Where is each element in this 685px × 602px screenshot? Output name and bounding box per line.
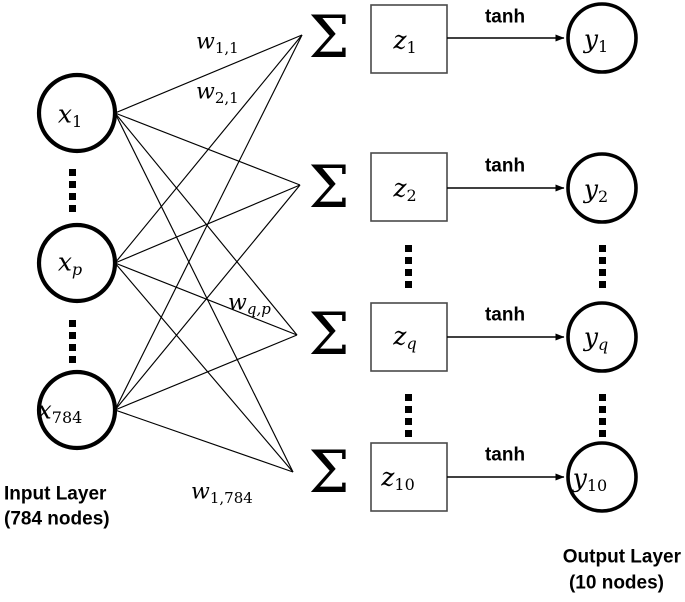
output-node-circle [566, 2, 638, 74]
output-node-yq[interactable]: yq [566, 301, 638, 373]
activation-arrow-1: tanh [447, 7, 565, 42]
hidden-node-box [370, 442, 448, 512]
output-node-circle [566, 301, 638, 373]
connection-edges [114, 34, 303, 473]
output-node-circle [566, 152, 638, 224]
activation-label: tanh [485, 305, 525, 326]
output-node-y2[interactable]: y2 [566, 152, 638, 224]
output-node-subscript: q [598, 335, 608, 354]
weight-subscript: q,p [247, 300, 271, 318]
hidden-node-z2[interactable]: z2 [370, 152, 448, 222]
input-node-subscript: 1 [72, 112, 82, 131]
input-node-label: x1 [58, 100, 82, 131]
input-ellipsis-upper [69, 169, 76, 212]
hidden-node-subscript: 10 [394, 475, 414, 494]
input-layer-caption-line1: Input Layer [4, 484, 107, 505]
weight-label-w21: w2,1 [196, 80, 239, 108]
weight-subscript: 1,1 [215, 39, 239, 57]
hidden-node-z1[interactable]: z1 [370, 4, 448, 74]
output-layer-caption-line2: (10 nodes) [569, 573, 664, 594]
edge-x1-sum1 [114, 34, 303, 114]
input-node-x784[interactable]: x784 [36, 369, 118, 451]
edge-x784-sum2 [114, 184, 301, 411]
output-node-subscript: 2 [598, 187, 608, 206]
output-node-subscript: 1 [598, 37, 608, 56]
activation-label: tanh [485, 156, 525, 177]
input-node-circle [36, 369, 118, 451]
output-node-label: y10 [572, 464, 607, 495]
output-node-circle [566, 441, 638, 513]
activation-arrow-3: tanh [447, 305, 565, 341]
hidden-node-zq[interactable]: zq [370, 302, 448, 372]
input-ellipsis-lower [69, 320, 76, 363]
output-layer-caption-line1: Output Layer [563, 547, 682, 568]
activation-arrow-4: tanh [447, 445, 565, 481]
hidden-ellipsis-upper [405, 245, 412, 288]
hidden-node-subscript: 1 [406, 38, 416, 57]
edge-xp-sum4 [114, 262, 294, 473]
weight-subscript: 1,784 [210, 489, 253, 507]
input-node-x1[interactable]: x1 [36, 72, 118, 154]
input-node-circle [36, 72, 118, 154]
output-node-y10[interactable]: y10 [566, 441, 638, 513]
activation-label: tanh [485, 7, 525, 28]
input-node-circle [36, 222, 118, 304]
input-node-xp[interactable]: xp [36, 222, 118, 304]
output-ellipsis-upper [599, 245, 606, 288]
hidden-ellipsis-lower [405, 394, 412, 437]
input-node-subscript: p [72, 260, 82, 279]
weight-subscript: 2,1 [215, 89, 239, 107]
edge-x1-sum4 [114, 112, 294, 473]
edge-x1-sum3 [114, 112, 298, 336]
sum-symbol-4: Σ [308, 438, 349, 506]
input-node-subscript: 784 [52, 408, 83, 427]
edge-x1-sum2 [114, 112, 301, 186]
hidden-node-z10[interactable]: z10 [370, 442, 448, 512]
hidden-node-box [370, 152, 448, 222]
output-ellipsis-lower [599, 394, 606, 437]
activation-label: tanh [485, 445, 525, 466]
hidden-node-subscript: q [406, 334, 416, 353]
sum-symbol-1: Σ [308, 3, 349, 71]
edge-x784-sum3 [114, 334, 298, 411]
input-layer-caption-line2: (784 nodes) [4, 509, 110, 530]
hidden-node-subscript: 2 [406, 186, 416, 205]
hidden-node-box [370, 4, 448, 74]
output-node-y1[interactable]: y1 [566, 2, 638, 74]
output-node-subscript: 10 [587, 476, 607, 495]
weight-label-wqp: wq,p [228, 291, 271, 319]
edge-x784-sum1 [114, 34, 303, 411]
weight-label-w11: w1,1 [196, 30, 239, 58]
hidden-node-box [370, 302, 448, 372]
weight-label-w1784: w1,784 [191, 480, 253, 508]
sum-symbol-3: Σ [308, 300, 349, 368]
activation-arrow-2: tanh [447, 156, 565, 192]
sum-symbol-2: Σ [308, 153, 349, 221]
edge-xp-sum1 [114, 34, 303, 264]
edge-x784-sum4 [114, 409, 294, 473]
